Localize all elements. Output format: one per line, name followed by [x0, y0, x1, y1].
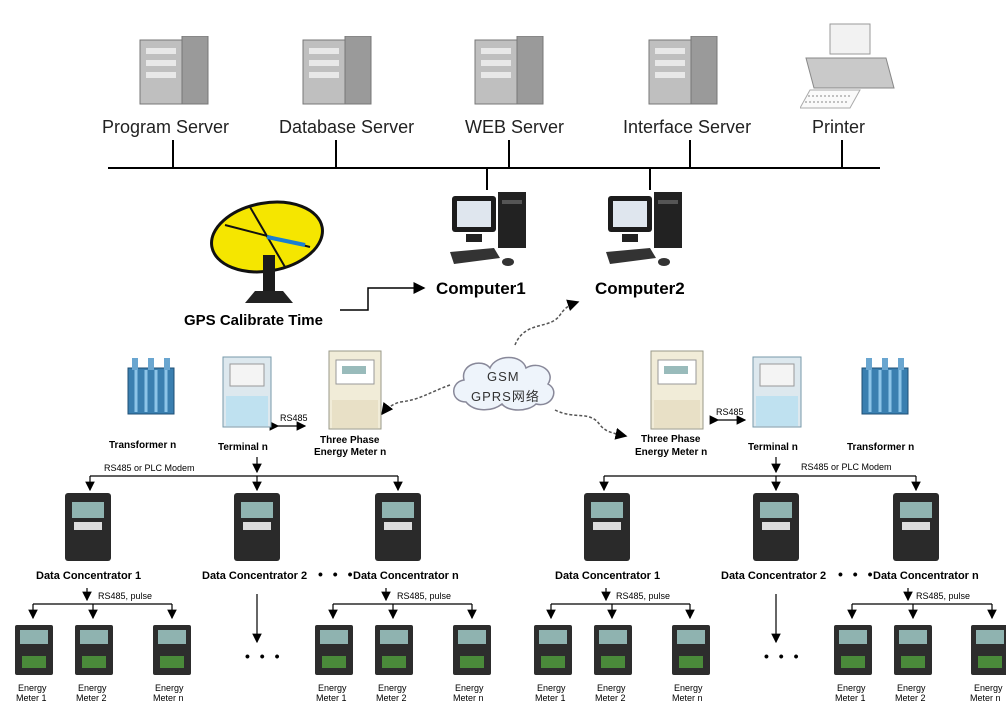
data-concentrator-icon: [753, 493, 799, 561]
left-dc1-label: Data Concentrator 1: [36, 570, 142, 582]
satellite-dish-icon: [210, 200, 324, 303]
left-rs485-label: RS485: [280, 413, 308, 423]
terminal-icon: [222, 356, 272, 428]
energy-meter-icon: [153, 625, 191, 675]
interface-server-label: Interface Server: [623, 117, 752, 137]
right-dc1-label: Data Concentrator 1: [555, 570, 661, 582]
right-bus-label: RS485 or PLC Modem: [801, 462, 892, 472]
left-dc2-label: Data Concentrator 2: [202, 570, 308, 582]
energy-meter-icon: [894, 625, 932, 675]
left-meter-2-b: Meter 2: [76, 693, 107, 703]
energy-meter-icon: [834, 625, 872, 675]
data-concentrator-icon: [65, 493, 111, 561]
computer2-label: Computer2: [595, 279, 685, 298]
computer-icon: [606, 192, 682, 266]
right-ellipsis: • • •: [838, 566, 876, 582]
cloud-icon: [453, 356, 555, 411]
right-terminal-label: Terminal n: [748, 442, 798, 453]
left-transformer-label: Transformer n: [109, 440, 177, 451]
left-meter-4-b: Meter 1: [316, 693, 347, 703]
left-ellipsis: • • •: [318, 566, 356, 582]
data-concentrator-icon: [375, 493, 421, 561]
left-meter-6-a: Energy: [455, 683, 484, 693]
left-terminal-label: Terminal n: [218, 442, 268, 453]
gps-arrow: [340, 282, 426, 311]
right-meter-2-a: Energy: [597, 683, 626, 693]
energy-meter-icon: [534, 625, 572, 675]
energy-meter-icon: [315, 625, 353, 675]
three-phase-meter-icon: [650, 350, 704, 430]
left-meter-2-a: Energy: [78, 683, 107, 693]
server-icon: [139, 36, 209, 105]
computer-icon: [450, 192, 526, 266]
left-meter-6-b: Meter n: [453, 693, 484, 703]
transformer-icon: [127, 358, 175, 415]
right-meter-1-b: Meter 1: [535, 693, 566, 703]
right-meter-6-a: Energy: [974, 683, 1003, 693]
gps-label: GPS Calibrate Time: [184, 312, 323, 329]
data-concentrator-icon: [584, 493, 630, 561]
energy-meter-icon: [453, 625, 491, 675]
right-ellipsis-2: • • •: [764, 648, 802, 664]
right-meter-2-b: Meter 2: [595, 693, 626, 703]
server-icon: [474, 36, 544, 105]
energy-meter-icon: [672, 625, 710, 675]
left-meter-5-b: Meter 2: [376, 693, 407, 703]
cloud-line2: GPRS网络: [471, 389, 540, 404]
left-rs-pulse-2: RS485, pulse: [397, 591, 452, 601]
right-energy-meter-n-label: Energy Meter n: [635, 447, 708, 458]
left-meter-1-b: Meter 1: [16, 693, 47, 703]
cloud-line1: GSM: [487, 369, 520, 384]
program-server-label: Program Server: [102, 117, 230, 137]
energy-meter-icon: [594, 625, 632, 675]
energy-meter-icon: [15, 625, 53, 675]
database-server-label: Database Server: [279, 117, 415, 137]
computer1-label: Computer1: [436, 279, 526, 298]
right-meter-5-b: Meter 2: [895, 693, 926, 703]
left-meter-3-a: Energy: [155, 683, 184, 693]
left-dcn-label: Data Concentrator n: [353, 570, 459, 582]
right-rs485-label: RS485: [716, 407, 744, 417]
right-rs-pulse-2: RS485, pulse: [916, 591, 971, 601]
terminal-icon: [752, 356, 802, 428]
left-meter-1-a: Energy: [18, 683, 47, 693]
right-meter-6-b: Meter n: [970, 693, 1001, 703]
right-three-phase-label: Three Phase: [641, 434, 701, 445]
energy-meter-icon: [75, 625, 113, 675]
data-concentrator-icon: [893, 493, 939, 561]
right-meter-4-a: Energy: [837, 683, 866, 693]
server-icon: [648, 36, 718, 105]
energy-meter-icon: [375, 625, 413, 675]
server-icon: [302, 36, 372, 105]
left-rs-pulse-1: RS485, pulse: [98, 591, 153, 601]
web-server-label: WEB Server: [465, 117, 565, 137]
printer-label: Printer: [812, 117, 866, 137]
three-phase-meter-icon: [328, 350, 382, 430]
right-meter-3-a: Energy: [674, 683, 703, 693]
transformer-icon: [861, 358, 909, 415]
left-meter-5-a: Energy: [378, 683, 407, 693]
right-rs-pulse-1: RS485, pulse: [616, 591, 671, 601]
left-ellipsis-2: • • •: [245, 648, 283, 664]
right-transformer-label: Transformer n: [847, 442, 915, 453]
right-dc2-label: Data Concentrator 2: [721, 570, 827, 582]
right-meter-1-a: Energy: [537, 683, 566, 693]
right-dcn-label: Data Concentrator n: [873, 570, 979, 582]
data-concentrator-icon: [234, 493, 280, 561]
right-meter-5-a: Energy: [897, 683, 926, 693]
left-energy-meter-n-label: Energy Meter n: [314, 447, 387, 458]
printer-icon: [800, 23, 895, 109]
left-three-phase-label: Three Phase: [320, 435, 380, 446]
right-meter-3-b: Meter n: [672, 693, 703, 703]
left-meter-4-a: Energy: [318, 683, 347, 693]
right-meter-4-b: Meter 1: [835, 693, 866, 703]
energy-meter-icon: [971, 625, 1006, 675]
left-meter-3-b: Meter n: [153, 693, 184, 703]
left-bus-label: RS485 or PLC Modem: [104, 463, 195, 473]
